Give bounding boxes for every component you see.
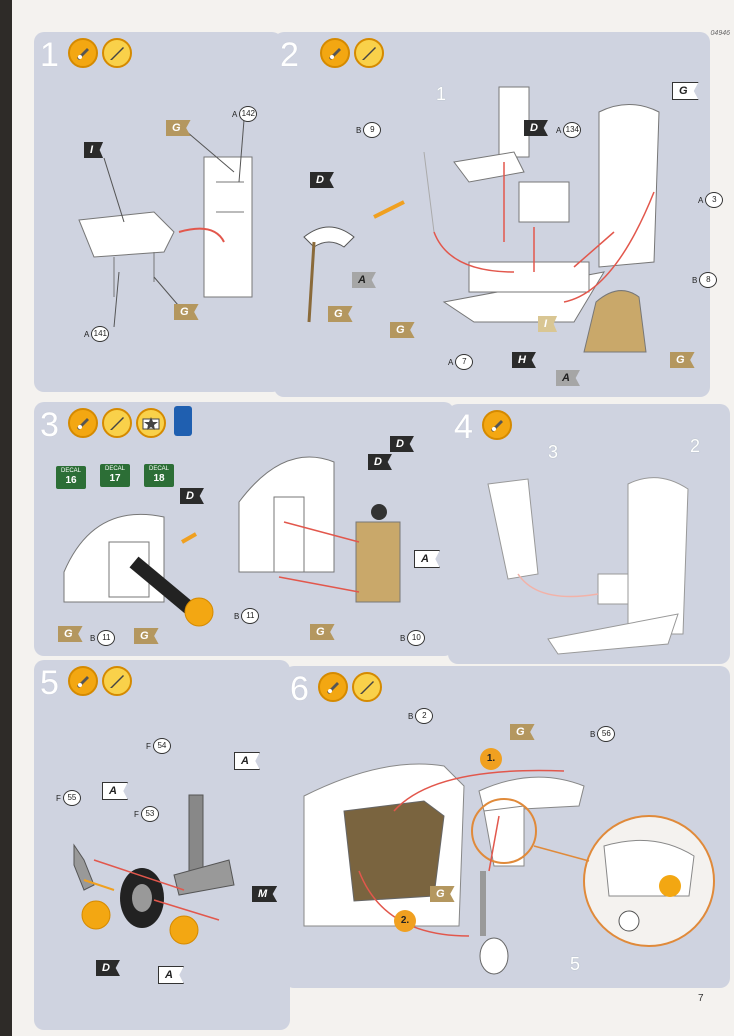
step-number: 6: [290, 670, 309, 708]
color-code-flag: H: [512, 352, 536, 368]
glue-icon: [68, 38, 98, 68]
step-5-drawing: [73, 794, 235, 945]
glue-icon: [318, 672, 348, 702]
step-1-drawing: [78, 119, 253, 328]
paint-brush-icon: [102, 408, 132, 438]
color-code-flag: D: [524, 120, 548, 136]
step-6-drawing: [303, 763, 715, 975]
color-code-flag: G: [510, 724, 535, 740]
glue-icon: [68, 666, 98, 696]
color-code-flag: A: [556, 370, 580, 386]
step-callout: 1.: [480, 748, 502, 770]
paint-brush-icon: [102, 666, 132, 696]
decal-solution-bottle-icon: [174, 406, 192, 436]
step-2-drawing: [303, 86, 660, 353]
color-code-flag: G: [390, 322, 415, 338]
color-code-flag: G: [58, 626, 83, 642]
color-code-flag: G: [134, 628, 159, 644]
glue-icon: [320, 38, 350, 68]
page-number: 7: [698, 993, 704, 1004]
color-code-flag: A: [352, 272, 376, 288]
color-code-flag: I: [538, 316, 558, 332]
step-number: 1: [40, 36, 59, 74]
glue-icon: [68, 408, 98, 438]
step-number: 2: [280, 36, 299, 74]
color-code-flag: D: [390, 436, 414, 452]
color-code-flag: D: [96, 960, 120, 976]
color-code-flag: D: [310, 172, 334, 188]
step-4-panel: 4 3 2: [448, 404, 730, 664]
sub-assembly-label: 3: [548, 442, 559, 462]
color-code-flag: G: [174, 304, 199, 320]
color-code-flag: G: [166, 120, 191, 136]
color-code-flag: M: [252, 886, 278, 902]
color-code-flag: D: [368, 454, 392, 470]
sub-assembly-label: 1: [436, 84, 447, 104]
step-4-drawing: [487, 477, 689, 655]
book-binding: [0, 0, 12, 1036]
step-3-drawing: [63, 456, 401, 627]
color-code-flag: G: [328, 306, 353, 322]
color-code-flag: G: [670, 352, 695, 368]
color-code-flag: A: [414, 550, 440, 568]
sub-assembly-label: 5: [570, 954, 581, 974]
step-callout: 2.: [394, 910, 416, 932]
paint-brush-icon: [354, 38, 384, 68]
decal-icon: [136, 408, 166, 438]
glue-icon: [482, 410, 512, 440]
color-code-flag: G: [310, 624, 335, 640]
color-code-flag: I: [84, 142, 104, 158]
color-code-flag: D: [180, 488, 204, 504]
sub-assembly-label: 2: [690, 436, 701, 456]
color-code-flag: G: [430, 886, 455, 902]
step-number: 4: [454, 408, 473, 446]
paint-brush-icon: [102, 38, 132, 68]
paint-brush-icon: [352, 672, 382, 702]
step-number: 5: [40, 664, 59, 702]
page-code: 04946: [710, 30, 730, 37]
step-2-panel: 2 1 G D D A G G I H A G: [274, 32, 724, 397]
step-number: 3: [40, 406, 59, 444]
